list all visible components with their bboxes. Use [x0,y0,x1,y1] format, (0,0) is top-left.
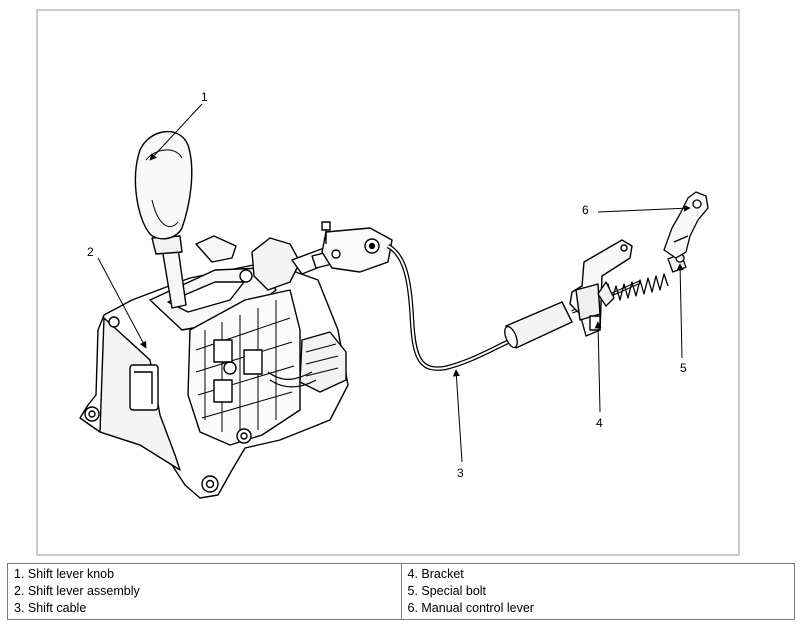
legend-item: 1. Shift lever knob [14,567,115,581]
legend-column-left: 1. Shift lever knob 2. Shift lever assem… [7,563,402,620]
legend-item: 5. Special bolt [407,584,487,598]
callout-1: 1 [201,90,208,104]
callout-2: 2 [87,245,94,259]
legend-item: 2. Shift lever assembly [14,584,140,598]
callout-4: 4 [596,416,603,430]
leader-2 [97,257,147,349]
shift-lever-knob-drawing [134,130,193,309]
leader-4 [594,321,602,413]
legend-item: 6. Manual control lever [407,601,534,615]
callout-5: 5 [680,361,687,375]
leader-6 [597,204,691,213]
shift-lever-assembly-drawing [79,221,393,499]
leader-lines [97,103,691,463]
leader-5 [676,263,684,359]
leader-3 [452,369,463,463]
parts-legend: 1. Shift lever knob 2. Shift lever assem… [7,563,795,620]
shift-lever-diagram: 1 2 3 4 5 6 [36,9,740,556]
legend-item: 3. Shift cable [14,601,87,615]
legend-item: 4. Bracket [407,567,464,581]
figure-frame [36,9,740,556]
callout-3: 3 [457,466,464,480]
callout-6: 6 [582,203,589,217]
leader-1 [149,103,203,161]
bracket-drawing [569,239,633,337]
legend-column-right: 4. Bracket 5. Special bolt 6. Manual con… [400,563,795,620]
